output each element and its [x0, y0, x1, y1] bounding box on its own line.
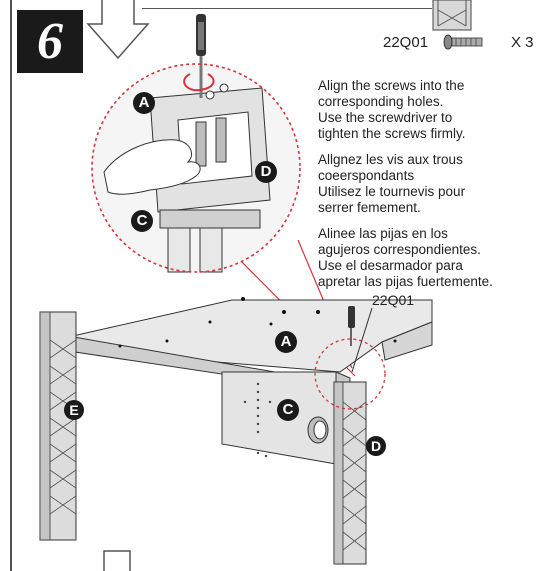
- part-markers: [64, 92, 386, 456]
- label-part-d-detail: D: [260, 163, 272, 180]
- instruction-line: Utilisez le tournevis pour: [318, 184, 466, 199]
- part-quantity: X 3: [511, 34, 534, 51]
- instruction-line: apretar las pijas fuertemente.: [318, 274, 493, 289]
- instruction-line: Use el desarmador para: [318, 258, 463, 273]
- hand-icon: [103, 139, 201, 195]
- screwdriver-icon: [196, 14, 206, 98]
- label-part-c: C: [282, 401, 294, 418]
- left-margin-rule: [10, 0, 12, 571]
- label-part-e: E: [69, 402, 79, 418]
- left-leg: [39, 311, 77, 541]
- callout-part-label: 22Q01: [372, 292, 415, 308]
- top-rule: [142, 8, 432, 9]
- instructions: Align the screws into the corresponding …: [318, 78, 536, 300]
- label-part-a: A: [280, 333, 292, 350]
- instruction-line: Use the screwdriver to: [318, 110, 453, 125]
- step-number: 6: [37, 13, 63, 70]
- instruction-line: Align the screws into the: [318, 78, 465, 93]
- right-leg: [333, 381, 367, 565]
- screw-icon: [443, 34, 483, 50]
- instruction-line: serrer femement.: [318, 200, 421, 215]
- part-code: 22Q01: [383, 34, 429, 51]
- small-callout-circle: [314, 338, 386, 410]
- next-step-frame: [103, 550, 131, 571]
- back-panel: [221, 371, 351, 471]
- screwdriver-small-icon: [348, 306, 355, 346]
- instructions-english: Align the screws into the corresponding …: [318, 78, 536, 142]
- rotation-arrow-icon: [183, 73, 215, 92]
- callout-leader-line: [351, 307, 373, 373]
- label-part-d: D: [370, 438, 382, 454]
- step-number-badge: 6: [17, 10, 83, 73]
- parts-list: 22Q01 X 3: [383, 34, 537, 54]
- instruction-line: Allgnez les vis aux trous: [318, 152, 463, 167]
- instructions-spanish: Alinee las pijas en los agujeros corresp…: [318, 226, 536, 290]
- instruction-line: Alinee las pijas en los: [318, 226, 448, 241]
- instruction-line: agujeros correspondientes.: [318, 242, 481, 257]
- instruction-line: coeerspondants: [318, 168, 415, 183]
- leg-part-thumbnail-icon: [432, 0, 472, 31]
- label-part-c-detail: C: [136, 212, 148, 229]
- label-part-a-detail: A: [138, 94, 150, 111]
- instruction-line: corresponding holes.: [318, 94, 444, 109]
- down-arrow-icon: [86, 0, 150, 60]
- instruction-line: tighten the screws firmly.: [318, 126, 466, 141]
- instructions-french: Allgnez les vis aux trous coeerspondants…: [318, 152, 536, 216]
